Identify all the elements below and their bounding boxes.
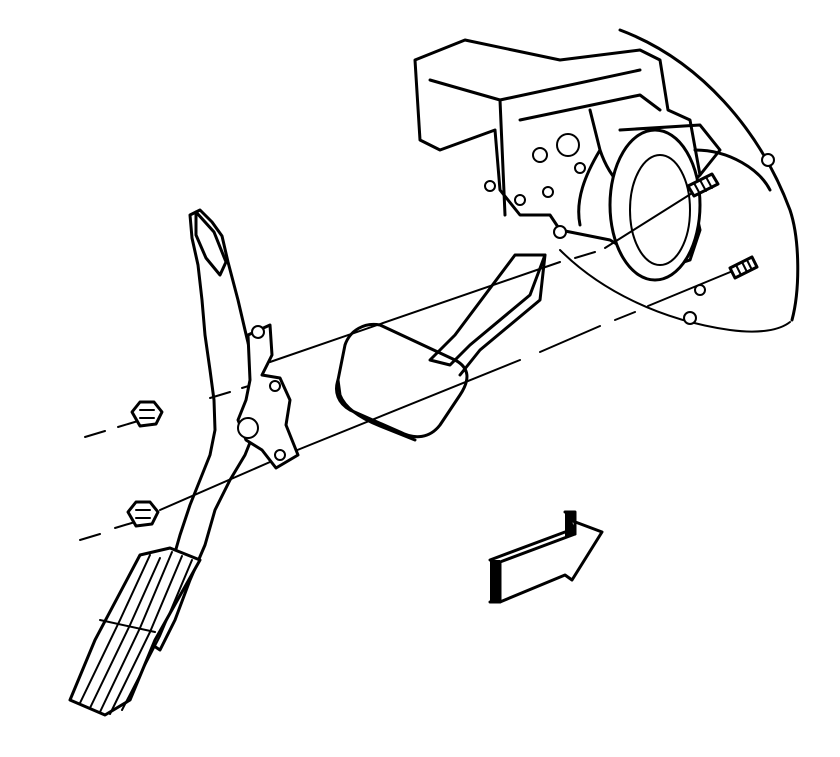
mounting-stud-upper xyxy=(686,172,720,198)
accelerator-pedal xyxy=(68,208,300,717)
mounting-stud-lower xyxy=(728,255,759,280)
brake-pedal xyxy=(335,253,547,442)
mounting-nut-lower xyxy=(126,500,160,528)
alignment-line-upper xyxy=(84,184,706,438)
alignment-line-lower xyxy=(79,267,741,541)
firewall-bracket xyxy=(413,28,800,333)
mounting-nut-upper xyxy=(130,400,164,428)
forward-arrow-icon xyxy=(488,510,604,604)
